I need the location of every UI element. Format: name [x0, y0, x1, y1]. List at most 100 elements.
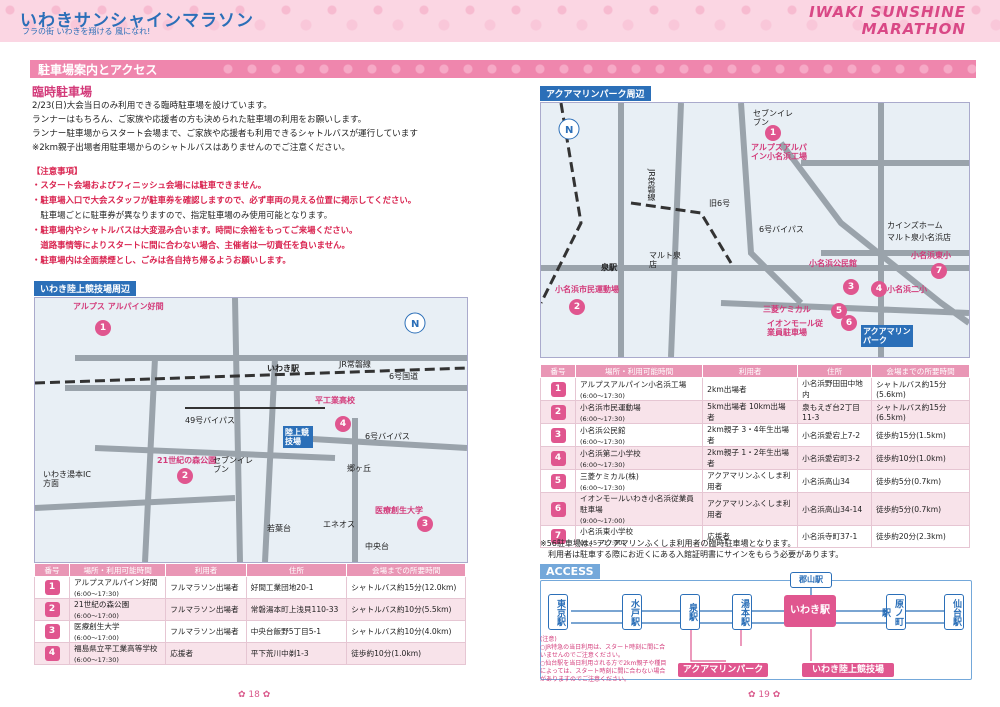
row-number: 4 [550, 450, 566, 466]
place-hours: (6:00～17:30) [580, 391, 625, 400]
dest-stadium: いわき陸上競技場 [802, 663, 894, 677]
th-user: 利用者 [702, 364, 799, 378]
address: 小名浜寺町37-1 [797, 525, 873, 548]
row-number: 1 [44, 580, 60, 595]
access-note-1: ○JR特急の当日利用は、スタート時刻に間に合いませんのでご注意ください。 [540, 644, 666, 659]
address: 小名浜野田田中地内 [797, 377, 873, 401]
station-koriyama: 郡山駅 [790, 572, 832, 588]
place-hours: (6:00～17:30) [580, 437, 625, 446]
place-hours: (6:00～17:00) [74, 612, 119, 620]
note-right-1: ※56駐車場は、アクアマリンふくしま利用者の臨時駐車場となります。 [540, 539, 796, 548]
access-notes: (注意) ○JR特急の当日利用は、スタート時刻に間に合いませんのでご注意ください… [540, 636, 670, 684]
pin-r1: 1 [765, 125, 781, 141]
table-header-row: 番号 場所・利用可能時間 利用者 住所 会場までの所要時間 [34, 563, 466, 577]
map-label-higashi: 小名浜東小 [911, 251, 951, 260]
th-place: 場所・利用可能時間 [68, 563, 167, 577]
page-number-left: ✿ 18 ✿ [238, 690, 271, 700]
place-hours: (6:45～17:00) [580, 539, 625, 547]
map-right-tab: アクアマリンパーク周辺 [540, 86, 651, 101]
th-time: 会場までの所要時間 [346, 563, 466, 577]
user: 2km親子 1・2年生出場者 [702, 446, 799, 470]
th-place: 場所・利用可能時間 [574, 364, 704, 378]
place-hours: (6:00～17:30) [580, 414, 625, 423]
map-left: N アルプス アルパイン好間 1 平工業高校 4 陸上競技場 21世紀の森公園 … [34, 297, 468, 563]
place-name: 小名浜市民運動場 [580, 402, 641, 412]
address: 小名浜愛宕上7-2 [797, 423, 873, 447]
map-label-mitsubishi: 三菱ケミカル [763, 305, 811, 314]
map-label-route6: 6号国道 [389, 372, 419, 381]
address: 小名浜高山34-14 [797, 492, 873, 526]
row-number: 3 [44, 624, 60, 639]
event-tagline: フラの街 いわきを翔ける 風になれ! [22, 27, 151, 36]
pin-r6: 6 [841, 315, 857, 331]
station-sendai: 仙台駅 [944, 594, 964, 630]
place-hours: (6:00～17:30) [74, 656, 119, 664]
map-label-jr: JR常磐線 [339, 360, 371, 369]
intro-line-1: 2/23(日)大会当日のみ利用できる臨時駐車場を設けています。 [32, 101, 272, 111]
travel-time: 徒歩約5分(0.7km) [871, 469, 970, 493]
th-address: 住所 [245, 563, 348, 577]
map-label-kominkan: 小名浜公民館 [809, 259, 857, 268]
map-label-nisho: 小名浜二小 [887, 285, 927, 294]
travel-time: 徒歩約5分(0.7km) [871, 492, 970, 526]
map-label-bypass6: 6号バイパス [365, 432, 410, 441]
caution-6: ・駐車場内は全面禁煙とし、ごみは各自持ち帰るようお願いします。 [32, 255, 291, 265]
intro-line-2: ランナーはもちろん、ご家族や応援者の方も決められた駐車場の利用をお願いします。 [32, 115, 367, 125]
station-izumi: 泉駅 [680, 594, 700, 630]
user: アクアマリンふくしま利用者 [702, 492, 799, 526]
caution-2: ・駐車場入口で大会スタッフが駐車券を確認しますので、必ず車両の見える位置に掲示し… [32, 195, 417, 205]
user: 応援者 [165, 642, 247, 665]
svg-text:N: N [565, 125, 573, 136]
caution-1: ・スタート会場およびフィニッシュ会場には駐車できません。 [32, 180, 267, 190]
th-address: 住所 [797, 364, 873, 378]
map-label-maruto2: マルト泉小名浜店 [887, 233, 951, 242]
map-label-eneos: エネオス [323, 520, 355, 529]
address: 中央台飯野5丁目5-1 [245, 620, 348, 643]
note-right-2: 利用者は駐車する際にお近くにある入館証明書にサインをもらう必要があります。 [540, 550, 844, 559]
map-label-forest: 21世紀の森公園 [157, 456, 217, 465]
station-haranomachi: 原ノ町駅 [880, 594, 906, 630]
map-right-roads: N [541, 103, 969, 357]
place-hours: (6:00～17:00) [74, 634, 119, 642]
pin-4: 4 [335, 416, 351, 432]
pin-r5: 5 [831, 303, 847, 319]
th-user: 利用者 [165, 563, 247, 577]
address: 常磐湯本町上浅貝110-33 [245, 598, 348, 621]
user: 応援者 [702, 525, 799, 548]
user: 2km親子 3・4年生出場者 [702, 423, 799, 447]
map-label-seven: セブンイレブン [213, 456, 253, 474]
map-label-chuodai: 中央台 [365, 542, 389, 551]
place-name: 医療創生大学 [74, 622, 120, 631]
place-hours: (6:00～17:30) [74, 590, 119, 598]
th-num: 番号 [34, 563, 70, 577]
pin-2: 2 [177, 468, 193, 484]
travel-time: 徒歩約15分(1.5km) [871, 423, 970, 447]
travel-time: シャトルバス約15分(5.6km) [871, 377, 970, 401]
address: 好間工業団地20-1 [245, 576, 348, 599]
page-number-right: ✿ 19 ✿ [748, 690, 781, 700]
place-name: 小名浜東小学校 [580, 527, 634, 536]
dest-aquamarine: アクアマリンパーク [678, 663, 768, 677]
section-title: 駐車場案内とアクセス [38, 63, 158, 77]
logo-en-line2: MARATHON [861, 20, 966, 38]
table-header-row: 番号 場所・利用可能時間 利用者 住所 会場までの所要時間 [540, 364, 970, 378]
place-name: 21世紀の森公園 [74, 600, 130, 609]
place-hours: (6:00～17:30) [580, 483, 625, 492]
address: 小名浜高山34 [797, 469, 873, 493]
row-number: 2 [550, 404, 566, 420]
place-hours: (6:00～17:30) [580, 460, 625, 469]
place-name: アルプスアルパイン小名浜工場 [580, 379, 687, 389]
header-flower-pattern [0, 0, 1000, 42]
user: 2km出場者 [702, 377, 799, 401]
map-label-alps: アルプス アルパイン好間 [73, 302, 164, 311]
section-title-bar: 駐車場案内とアクセス [30, 60, 976, 78]
travel-time: 徒歩約10分(1.0km) [346, 642, 466, 665]
caution-title: 【注意事項】 [32, 166, 83, 176]
